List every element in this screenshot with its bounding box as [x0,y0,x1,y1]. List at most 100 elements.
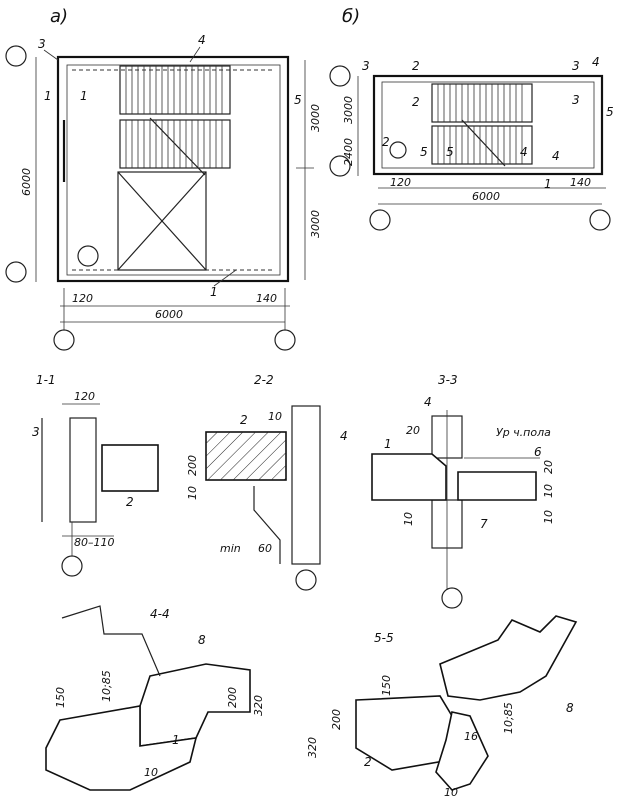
section-2-2-dim-10-bottom: 10 [186,486,199,500]
plan-a-callout-5: 5 [294,93,302,107]
plan-b-cut-3b: 3 [572,93,580,107]
plan-b-callout-4: 4 [592,55,600,69]
section-3-3-title: 3-3 [438,373,458,387]
section-5-5-dim-150: 150 [380,675,393,696]
plan-a-inner-wall [66,64,281,276]
plan-b-column-marker [389,141,407,159]
plan-b-dim-140: 140 [570,176,591,189]
plan-b-cut-5b: 5 [446,145,454,159]
plan-b-grid-bubble-br [589,209,611,231]
plan-a-dim-3000-bottom: 3000 [309,210,322,238]
section-3-3-dim-10b: 10 [402,512,415,526]
section-4-4-title: 4-4 [150,607,170,621]
plan-b-outer-wall [372,74,604,176]
section-5-5-step-upper [439,615,578,701]
plan-a: а) 6000 3000 [5,6,322,351]
section-3-3-slab-right [457,471,537,501]
section-5-5-callout-8: 8 [566,701,574,715]
section-4-4: 4-4 8 1 150 10;85 200 320 10 [45,605,265,791]
section-3-3-dim-20b: 20 [542,460,555,474]
section-3-3-grid-bubble [441,587,463,609]
section-5-5-landing [435,711,489,791]
plan-b-grid-bubble-bl [369,209,391,231]
plan-b-dim-2400: 2400 [342,138,355,166]
plan-a-dim-120: 120 [72,292,93,305]
plan-b-callout-3: 3 [362,59,370,73]
section-4-4-dim-200: 200 [226,687,239,708]
section-4-4-callout-1: 1 [172,733,180,747]
section-3-3-level-label: Ур ч.пола [496,426,551,439]
plan-b-dim-6000: 6000 [472,190,500,203]
section-2-2-tag-min: min [220,542,241,555]
section-1-1-wall [69,417,97,523]
section-5-5-dim-10: 10 [444,786,458,799]
plan-b-callout-5: 5 [606,105,614,119]
plan-b-cut-4b: 4 [552,149,560,163]
section-5-5-callout-2: 2 [364,755,372,769]
section-3-3-callout-4: 4 [424,395,432,409]
section-4-4-dim-10: 10 [144,766,158,779]
plan-b-grid-bubble-tl [329,65,351,87]
section-1-1-callout-2: 2 [126,495,134,509]
section-2-2: 2-2 2 4 10 200 10 min 60 [186,373,348,591]
section-4-4-dim-320: 320 [252,695,265,716]
plan-a-dim-3000-top: 3000 [309,104,322,132]
section-2-2-callout-4: 4 [340,429,348,443]
section-3-3-dim-10a: 10 [542,484,555,498]
plan-a-flight-upper [119,65,231,115]
plan-b-flight-lower [431,119,533,167]
plan-b-dim-120: 120 [390,176,411,189]
plan-a-dim-6000-left: 6000 [20,168,33,196]
plan-b-cut-5a: 5 [420,145,428,159]
plan-a-callout-3: 3 [38,37,46,51]
plan-b-dim-3000: 3000 [342,96,355,124]
section-5-5-dim-200: 200 [330,709,343,730]
plan-a-dim-140: 140 [256,292,277,305]
section-1-1-slab [101,444,159,492]
plan-a-flight-lower [119,117,231,176]
section-4-4-callout-8: 8 [198,633,206,647]
section-2-2-grid-bubble [295,569,317,591]
section-4-4-step-lower [45,705,198,791]
section-1-1-dim-120: 120 [74,390,95,403]
plan-b-cut-2b: 2 [412,95,420,109]
section-2-2-dim-200: 200 [186,455,199,476]
section-5-5-dim-16: 16 [464,730,478,743]
plan-a-column-marker [77,245,99,267]
plan-a-shaft [117,171,207,271]
section-4-4-dim-10-85: 10;85 [100,670,113,702]
section-2-2-callout-2: 2 [240,413,248,427]
section-4-4-dim-150: 150 [54,687,67,708]
section-3-3-dim-10c: 10 [542,510,555,524]
section-3-3-callout-1: 1 [384,437,392,451]
section-1-1-title: 1-1 [36,373,56,387]
section-3-3-callout-6: 6 [534,445,542,459]
plan-a-grid-bubble-bl [53,329,75,351]
plan-a-cut-1b: 1 [80,89,88,103]
section-2-2-dim-10-top: 10 [268,410,282,423]
section-5-5: 5-5 2 8 150 200 320 10;85 16 10 [306,615,578,799]
plan-a-grid-bubble-ml [5,261,27,283]
plan-b: б) 3000 2400 120 140 6000 3 4 5 2 1 2 2 … [329,6,614,231]
plan-a-dim-6000-bottom: 6000 [155,308,183,321]
plan-a-outer-wall [56,55,290,283]
plan-a-callout-4: 4 [198,33,206,47]
plan-b-cut-2a: 2 [412,59,420,73]
plan-a-cut-1a: 1 [44,89,52,103]
section-1-1-dim-80-110: 80–110 [74,536,115,549]
plan-b-letter: б) [342,6,360,27]
plan-b-callout-2: 2 [382,135,390,149]
section-1-1-grid-bubble [61,555,83,577]
plan-b-cut-3a: 3 [572,59,580,73]
plan-a-letter: а) [50,6,68,27]
section-1-1-callout-3: 3 [32,425,40,439]
section-2-2-title: 2-2 [254,373,274,387]
section-5-5-dim-10-85: 10;85 [502,702,515,734]
plan-b-cut-4a: 4 [520,145,528,159]
plan-a-callout-1: 1 [210,285,218,299]
section-3-3: 3-3 4 1 6 7 20 20 10 10 10 Ур ч.пола [371,373,555,609]
plan-a-grid-bubble-tl [5,45,27,67]
section-3-3-callout-7: 7 [480,517,488,531]
section-1-1: 1-1 120 80–110 3 2 [32,373,159,577]
